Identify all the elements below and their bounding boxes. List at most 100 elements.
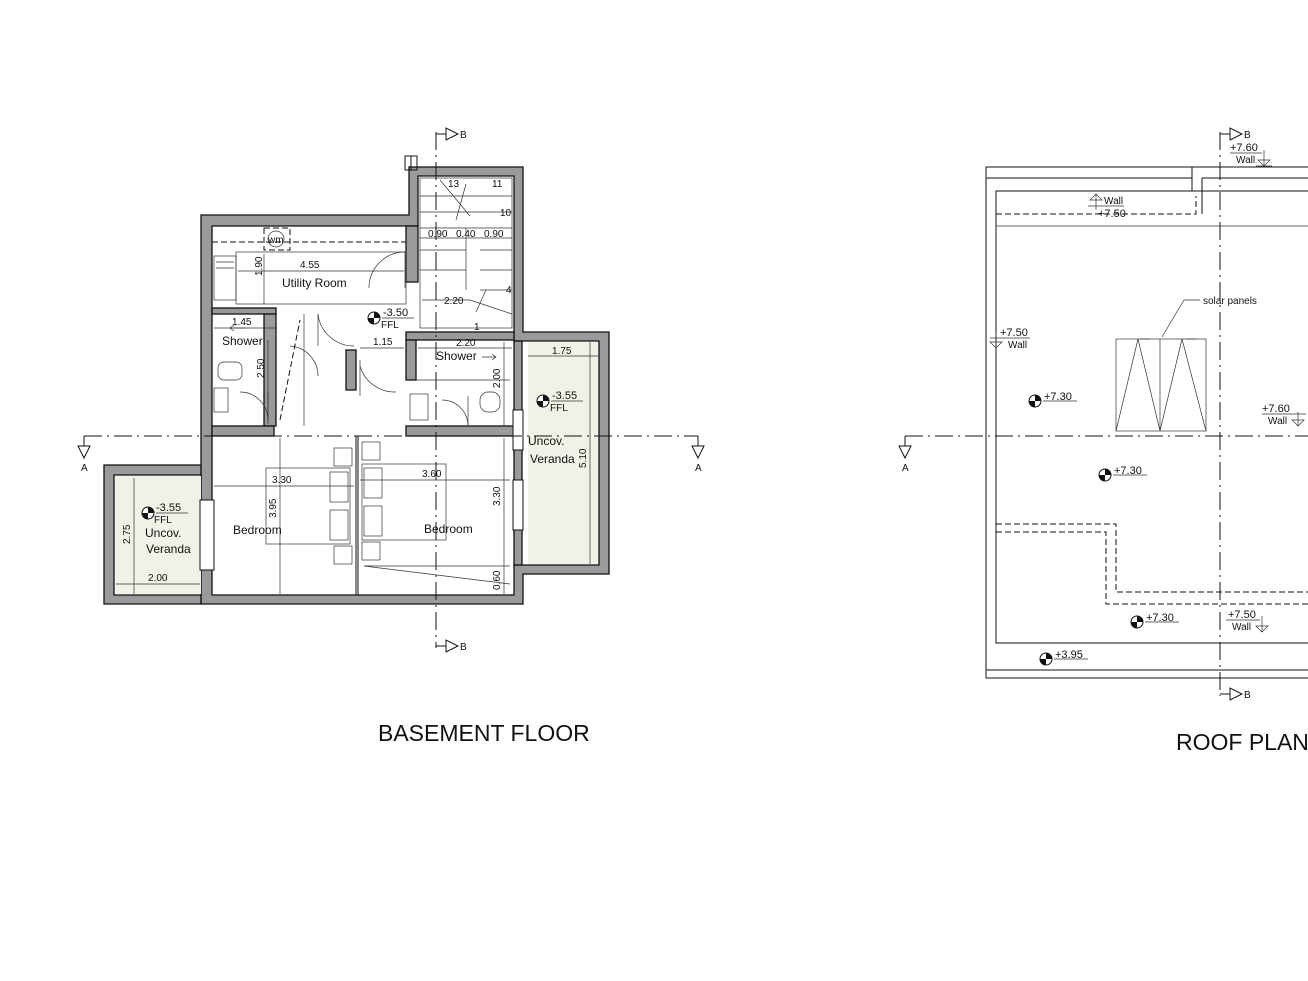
section-b-top-label: B <box>460 130 467 141</box>
dim-060: 0.60 <box>492 570 503 590</box>
section-a-right-label: A <box>695 463 702 474</box>
roof-level-bottom: +7.50 <box>1228 609 1256 621</box>
dim-510: 5.10 <box>578 448 589 468</box>
roof-level-right-wall: Wall <box>1268 416 1287 427</box>
roof-dashed-top <box>996 196 1197 215</box>
wm-drum <box>267 230 285 248</box>
basement-outer-wall <box>200 166 610 605</box>
roof-inner <box>995 190 1308 644</box>
roof-section-a-label: A <box>902 463 909 474</box>
room-utility: Utility Room <box>282 276 347 290</box>
dim-175: 1.75 <box>552 346 572 357</box>
section-a-right-arrow <box>691 445 705 460</box>
roof-level-marker-base <box>1039 652 1088 666</box>
roof-dashed-bottom-2 <box>996 531 1308 605</box>
utility-door-swing <box>368 251 406 289</box>
right-veranda-floor <box>528 342 598 564</box>
roof-dashed-bottom <box>996 523 1308 593</box>
roof-level-r2: +7.30 <box>1114 465 1142 477</box>
dim-090b: 0.90 <box>484 229 504 240</box>
basement-title: BASEMENT FLOOR <box>378 720 590 746</box>
washing-machine <box>263 227 291 251</box>
wall-shower-bottom <box>211 425 275 437</box>
room-veranda-right-line2: Veranda <box>530 452 575 466</box>
dim-090a: 0.90 <box>428 229 448 240</box>
dim-455: 4.55 <box>300 260 320 271</box>
roof-outline <box>985 166 1308 679</box>
roof-wall-upper-label: Wall <box>1104 196 1123 207</box>
dim-220b: 2.20 <box>456 338 476 349</box>
level-left-ffl: FFL <box>154 515 172 526</box>
level-marker-center <box>367 311 414 325</box>
basement-floor-plan: Utility Room Shower Shower Bedroom Bedro… <box>77 127 705 746</box>
utility-counter <box>235 251 407 305</box>
room-bedroom-left: Bedroom <box>233 523 282 537</box>
stair-10: 10 <box>500 208 512 219</box>
wm-label: wm <box>267 235 284 246</box>
roof-title: ROOF PLAN <box>1176 729 1308 755</box>
roof-level-marker-r1 <box>1028 394 1077 408</box>
section-b-bottom-arrow <box>445 639 460 653</box>
window-left-bedroom <box>199 499 215 571</box>
room-veranda-left-line1: Uncov. <box>145 526 181 540</box>
roof-wall-marker-right <box>1262 412 1306 427</box>
room-shower-right: Shower <box>436 349 477 363</box>
roof-level-right: +7.60 <box>1262 403 1290 415</box>
dim-040: 0.40 <box>456 229 476 240</box>
roof-section-b-top-arrow <box>1229 127 1244 141</box>
section-b-bottom-label: B <box>460 642 467 653</box>
roof-level-marker-r2 <box>1098 468 1147 482</box>
roof-section-a-arrow <box>898 445 912 460</box>
shower-right-door-swing <box>441 399 469 427</box>
dimension-lines <box>116 237 598 594</box>
dim-330a: 3.30 <box>272 475 292 486</box>
level-center: -3.50 <box>383 307 408 319</box>
roof-level-top: +7.60 <box>1230 142 1258 154</box>
solar-panel-array <box>1115 299 1207 432</box>
wall-shower2-left <box>405 339 417 381</box>
roof-wall-marker-left <box>989 332 1030 349</box>
window-shower <box>512 409 524 451</box>
basin-right <box>409 393 429 421</box>
toilet-left <box>217 361 243 381</box>
room-bedroom-right: Bedroom <box>424 522 473 536</box>
dim-115: 1.15 <box>373 337 393 348</box>
roof-level-r1: +7.30 <box>1044 391 1072 403</box>
level-center-ffl: FFL <box>381 320 399 331</box>
bed-left <box>265 447 353 565</box>
roof-level-left-wall: Wall <box>1008 340 1027 351</box>
roof-level-top-wall: Wall <box>1236 155 1255 166</box>
wardrobe-line <box>363 565 511 585</box>
utility-sink <box>213 255 237 301</box>
bedroom-door-swing <box>359 365 397 393</box>
dim-250: 2.50 <box>256 358 267 378</box>
shower-left-arrow <box>229 324 246 332</box>
dim-220a: 2.20 <box>444 296 464 307</box>
dim-360: 3.60 <box>422 469 442 480</box>
roof-level-bottom-wall: Wall <box>1232 622 1251 633</box>
window-right-bedroom <box>512 479 524 531</box>
roof-section-b-top-label: B <box>1244 130 1251 141</box>
left-veranda-floor <box>115 476 201 594</box>
wall-utility-shower <box>211 307 277 315</box>
level-right-ffl: FFL <box>550 403 568 414</box>
section-a-left-arrow <box>77 445 91 460</box>
roof-level-marker-r3 <box>1130 615 1179 629</box>
room-veranda-right-line1: Uncov. <box>528 434 564 448</box>
level-marker-left <box>141 506 188 520</box>
room-shower-left: Shower <box>222 334 263 348</box>
section-a-left-label: A <box>81 463 88 474</box>
corridor-door-swing <box>317 313 355 347</box>
roof-plan: solar panels A B B <box>898 127 1308 755</box>
stair-1: 1 <box>474 322 480 333</box>
level-left: -3.55 <box>156 502 181 514</box>
roof-wall-marker-bottom <box>1226 616 1269 633</box>
dim-275: 2.75 <box>122 524 133 544</box>
stair-13: 13 <box>448 179 460 190</box>
dim-395: 3.95 <box>268 498 279 518</box>
roof-section-b-bottom-arrow <box>1229 687 1244 701</box>
solar-panels-label: solar panels <box>1203 296 1257 307</box>
chimney-inner <box>404 155 412 171</box>
shower-arrow <box>482 353 497 361</box>
